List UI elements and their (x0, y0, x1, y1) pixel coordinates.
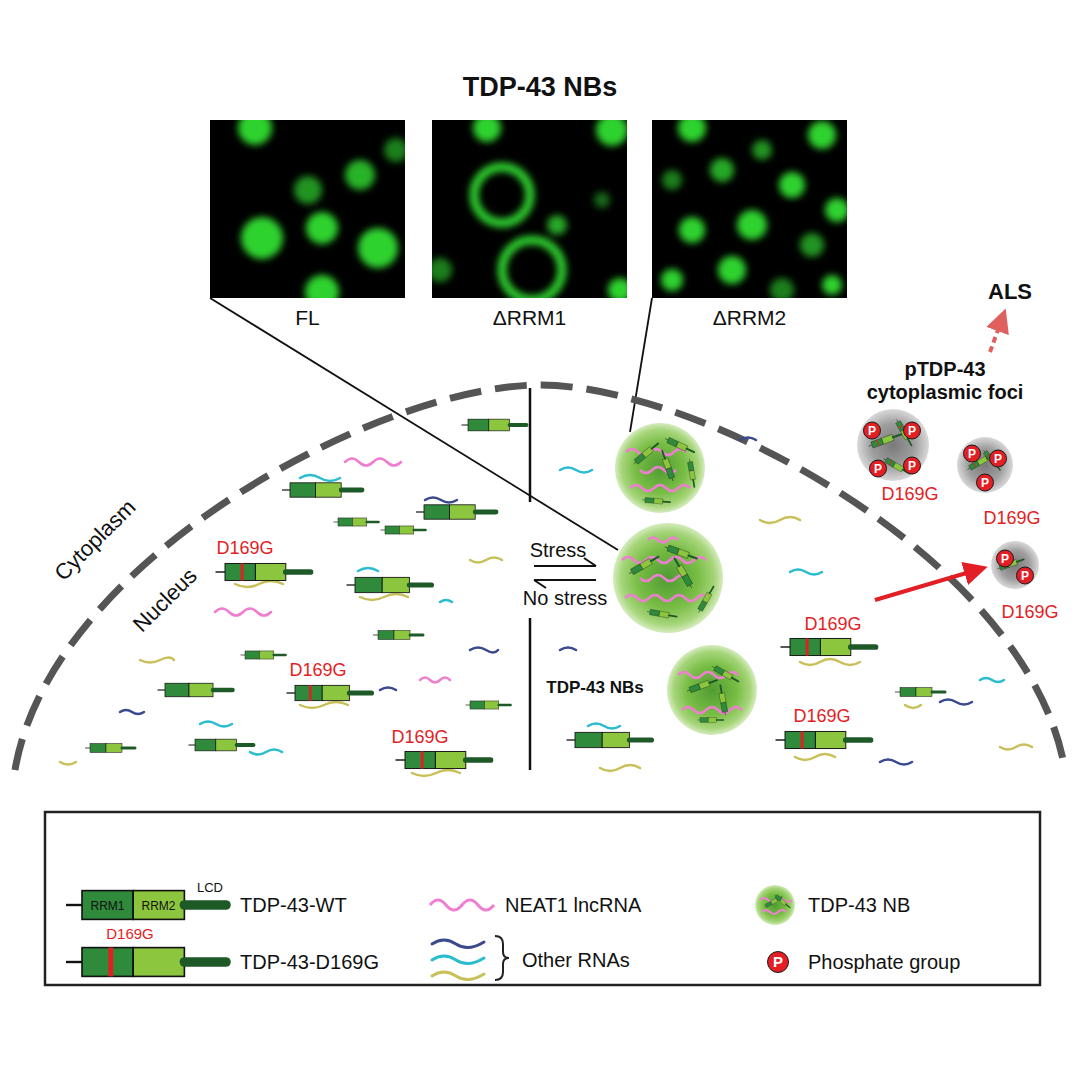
mutation-label-holder: D169G (106, 925, 154, 943)
phosphate-mark: P (903, 457, 921, 475)
panel-caption-holder: ΔRRM1 (412, 306, 647, 330)
phosphate-mark-holder: P (1016, 566, 1034, 585)
phosphate-mark: P (869, 460, 887, 478)
micrograph-panel: FL (210, 120, 405, 298)
legend-text: Phosphate group (808, 951, 960, 974)
legend-box (45, 812, 1040, 985)
phosphate-mark-holder: P (903, 421, 921, 440)
phosphate-mark-holder: P (976, 473, 994, 492)
mutation-label: D169G (881, 484, 938, 505)
mutation-label: D169G (289, 660, 346, 681)
phosphate-mark-holder: P (767, 951, 789, 973)
diagram-label: RRM2 (141, 900, 175, 914)
panel-caption: ΔRRM2 (713, 306, 787, 329)
mutation-label-holder: D169G (881, 484, 938, 505)
panel-caption: FL (295, 306, 320, 329)
diagram-label-holder: LCD (197, 878, 223, 896)
phosphate-mark: P (863, 422, 881, 440)
phosphate-mark: P (903, 422, 921, 440)
phosphate-mark-holder: P (903, 456, 921, 475)
mutation-label: D169G (983, 508, 1040, 529)
mutation-label-holder: D169G (1001, 602, 1058, 623)
panel-caption-holder: ΔRRM2 (632, 306, 867, 330)
diagram-label: LCD (197, 881, 223, 896)
diagram-label-holder: RRM1 (90, 896, 124, 914)
diagram-label-holder: Stress (530, 539, 587, 562)
diagram-label: TDP-43 NBs (546, 678, 643, 698)
diagram-label-holder: ALS (988, 279, 1032, 304)
phosphate-mark: P (976, 474, 994, 492)
phosphate-mark: P (989, 450, 1007, 468)
als-arrow (990, 316, 1003, 352)
mutation-label: D169G (793, 706, 850, 727)
legend-text: TDP-43-D169G (240, 951, 379, 974)
mutation-label: D169G (391, 727, 448, 748)
legend-text: NEAT1 lncRNA (505, 894, 641, 917)
mutation-label-holder: D169G (804, 614, 861, 635)
phosphate-mark-holder: P (963, 444, 981, 463)
ptdp43-foci (857, 409, 1039, 589)
legend-text-holder: TDP-43-D169G (240, 951, 379, 974)
legend-text-holder: NEAT1 lncRNA (505, 894, 641, 917)
micrograph-drrm2 (652, 114, 849, 302)
translocation-arrow (875, 569, 980, 600)
legend-text: Other RNAs (522, 949, 630, 972)
panel-caption-holder: FL (190, 306, 425, 330)
phosphate-mark: P (996, 550, 1014, 568)
title-holder: TDP-43 NBs (463, 72, 618, 103)
diagram-label: pTDP-43 cytoplasmic foci (858, 358, 1033, 404)
panel-caption: ΔRRM1 (493, 306, 567, 329)
diagram-label: Stress (530, 539, 587, 562)
diagram-label: No stress (523, 587, 607, 610)
legend-text-holder: Other RNAs (522, 949, 630, 972)
leader-lines (210, 298, 652, 550)
nuclear-envelope (15, 385, 1065, 770)
mutation-label-holder: D169G (216, 538, 273, 559)
diagram-label-holder: No stress (523, 587, 607, 610)
legend-text-holder: Phosphate group (808, 951, 960, 974)
phosphate-mark-holder: P (863, 421, 881, 440)
mutation-label: D169G (804, 614, 861, 635)
diagram-label-holder: Cytoplasm (49, 494, 140, 585)
legend-text: TDP-43 NB (808, 894, 910, 917)
diagram-label: RRM1 (90, 900, 124, 914)
micrograph-fl (210, 111, 408, 309)
diagram-label-holder: RRM2 (141, 896, 175, 914)
mutation-label: D169G (1001, 602, 1058, 623)
mutation-label-holder: D169G (983, 508, 1040, 529)
phosphate-mark: P (767, 951, 789, 973)
legend-text: TDP-43-WT (240, 894, 347, 917)
diagram-label-holder: pTDP-43 cytoplasmic foci (858, 358, 1033, 404)
legend-text-holder: TDP-43-WT (240, 894, 347, 917)
phosphate-mark-holder: P (996, 549, 1014, 568)
diagram-label: Cytoplasm (49, 494, 140, 585)
divider (529, 388, 532, 770)
mutation-label-holder: D169G (289, 660, 346, 681)
diagram-label: ALS (988, 279, 1032, 304)
diagram-label-holder: TDP-43 NBs (546, 678, 643, 698)
tdp43-proteins (85, 419, 945, 768)
phosphate-mark-holder: P (989, 449, 1007, 468)
mutation-label: D169G (216, 538, 273, 559)
legend-text-holder: TDP-43 NB (808, 894, 910, 917)
mutation-label-holder: D169G (793, 706, 850, 727)
phosphate-mark-holder: P (869, 459, 887, 478)
micrograph-panel: ΔRRM1 (432, 120, 627, 298)
micrograph-panel: ΔRRM2 (652, 120, 847, 298)
equilibrium-arrows (534, 558, 596, 588)
mutation-label: D169G (106, 925, 154, 942)
mutation-label-holder: D169G (391, 727, 448, 748)
phosphate-mark: P (963, 445, 981, 463)
title: TDP-43 NBs (463, 72, 618, 103)
micrograph-drrm1 (428, 114, 632, 302)
phosphate-mark: P (1016, 567, 1034, 585)
rna-strands (60, 438, 1032, 777)
